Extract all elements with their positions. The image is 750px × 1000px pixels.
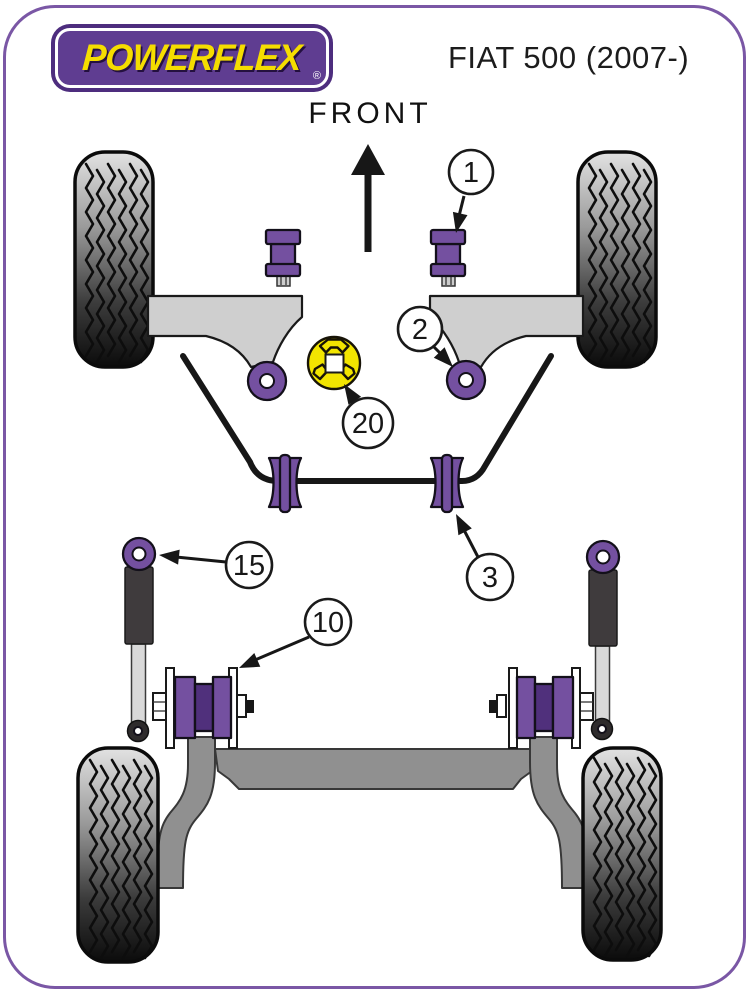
- rear-tire-left: [76, 746, 160, 964]
- registered-trademark-symbol: ®: [312, 70, 321, 82]
- callout-2-number: 2: [412, 314, 428, 346]
- rear-axle-beam: [214, 748, 533, 790]
- gear-linkage-bushing: [306, 335, 362, 391]
- front-arm-rear-bushing-left: [246, 360, 288, 402]
- anti-roll-bar: [180, 353, 554, 484]
- callout-20-number: 20: [352, 408, 384, 440]
- callout-10: 10: [239, 597, 353, 668]
- callout-3: 3: [456, 514, 515, 602]
- callout-15: 15: [159, 540, 274, 590]
- callout-3-number: 3: [482, 562, 498, 594]
- front-tire-right: [576, 150, 658, 369]
- rear-shock-left: [121, 536, 157, 743]
- rear-trailing-arm-right: [529, 736, 589, 889]
- anti-roll-bar-bushing-right: [429, 453, 465, 514]
- front-direction-arrow: [351, 144, 385, 252]
- rear-beam-mount-bushing-left: [152, 667, 254, 749]
- callout-20: 20: [341, 384, 395, 450]
- callout-2: 2: [396, 305, 453, 367]
- front-control-arm-left: [146, 294, 304, 369]
- callout-1: 1: [447, 148, 495, 233]
- front-arm-rear-bushing-right: [445, 359, 487, 401]
- front-control-arm-right: [428, 294, 585, 369]
- rear-beam-mount-bushing-right: [489, 667, 594, 749]
- callout-15-number: 15: [233, 550, 265, 582]
- powerflex-logo-text: POWERFLEX: [81, 37, 303, 78]
- callout-1-number: 1: [463, 157, 479, 189]
- front-label: FRONT: [308, 97, 432, 130]
- rear-tire-right: [581, 746, 663, 962]
- front-arm-front-bushing-left: [264, 228, 302, 287]
- front-tire-left: [73, 150, 155, 369]
- powerflex-logo: POWERFLEX ®: [55, 28, 329, 88]
- anti-roll-bar-bushing-left: [267, 453, 303, 514]
- front-arm-front-bushing-right: [429, 228, 467, 287]
- rear-trailing-arm-left: [156, 736, 216, 889]
- rear-shock-right: [585, 539, 621, 741]
- model-title: FIAT 500 (2007-): [448, 40, 690, 75]
- callout-10-number: 10: [312, 607, 344, 639]
